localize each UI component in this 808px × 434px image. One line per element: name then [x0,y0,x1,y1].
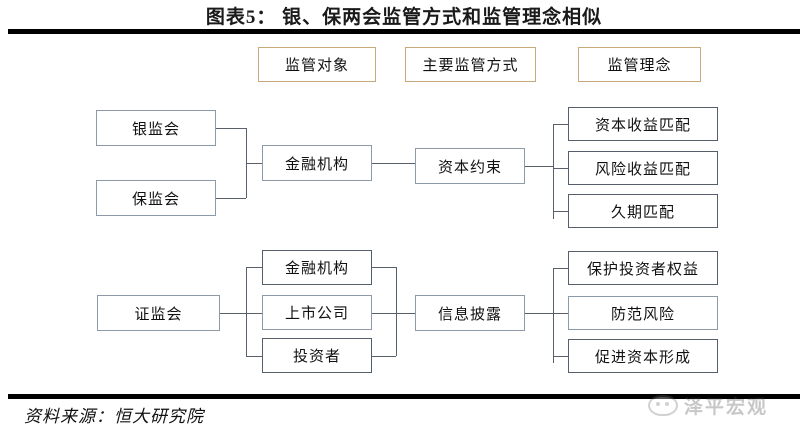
source-note: 资料来源：恒大研究院 [24,407,204,426]
panda-face-icon [648,395,678,416]
connector-disclosure-out [525,313,553,314]
node-information-disclosure: 信息披露 [415,295,525,331]
node-cbrc: 银监会 [96,110,216,146]
node-investors: 投资者 [262,338,372,373]
connector-upper-left-bus-to-node [246,163,262,164]
connector-bus-to-object-2 [246,313,262,314]
connector-cbrc-out [216,128,246,129]
bottom-rule [8,394,800,399]
column-header-main-supervision-method: 主要监管方式 [405,47,536,82]
connector-bus-to-disclosure [396,313,415,314]
node-listed-companies: 上市公司 [262,295,372,330]
column-header-supervision-concept: 监管理念 [578,47,701,82]
connector-lower-mid-bus [396,267,397,356]
connector-bus-to-concept-3 [553,211,568,212]
top-rule [8,29,800,34]
connector-bus-to-object-3 [246,356,262,357]
node-capital-return-match: 资本收益匹配 [568,107,718,141]
node-risk-prevention: 防范风险 [568,296,718,330]
node-duration-match: 久期匹配 [568,194,718,228]
connector-bus-to-concept-4 [553,268,568,269]
connector-lower-left-bus [246,267,247,356]
connector-fi-to-capital-constraint [372,163,415,164]
connector-upper-right-bus [553,124,554,219]
node-capital-constraint: 资本约束 [415,148,525,184]
watermark: 泽平宏观 [648,392,768,419]
node-financial-institutions-upper: 金融机构 [262,145,372,181]
connector-circ-out [216,198,246,199]
node-financial-institutions-lower: 金融机构 [262,250,372,285]
node-protect-investor-rights: 保护投资者权益 [568,251,718,285]
connector-bus-to-object-1 [246,267,262,268]
connector-bus-to-concept-5 [553,313,568,314]
figure-title: 图表5： 银、保两会监管方式和监管理念相似 [205,7,603,28]
connector-object-2-out [372,313,396,314]
node-risk-return-match: 风险收益匹配 [568,151,718,185]
connector-bus-to-concept-2 [553,168,568,169]
watermark-label: 泽平宏观 [684,397,769,418]
connector-csrc-out [220,313,246,314]
node-circ: 保监会 [96,180,216,216]
connector-object-3-out [372,356,396,357]
connector-lower-right-bus [553,268,554,363]
connector-object-1-out [372,267,396,268]
connector-bus-to-concept-1 [553,124,568,125]
connector-bus-to-concept-6 [553,356,568,357]
column-header-supervision-target: 监管对象 [258,47,376,82]
connector-capital-constraint-out [525,166,553,167]
node-csrc: 证监会 [97,295,220,331]
node-promote-capital-formation: 促进资本形成 [568,339,718,373]
